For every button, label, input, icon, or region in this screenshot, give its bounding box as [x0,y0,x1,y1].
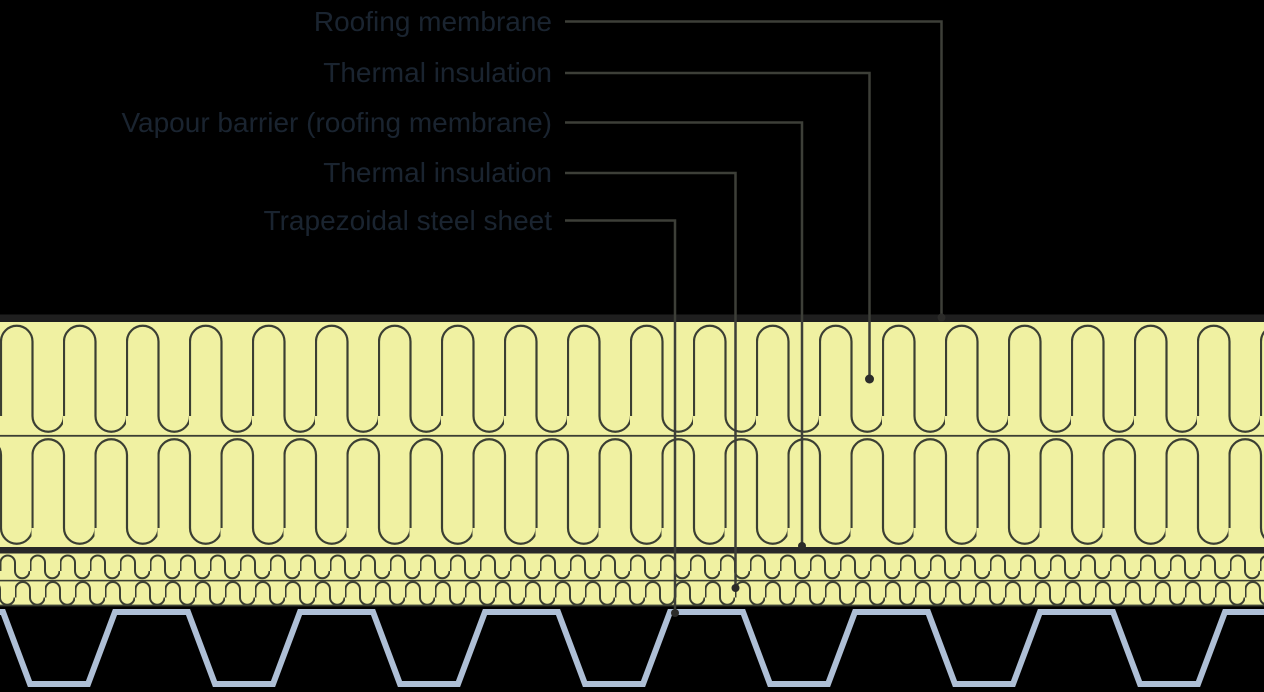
leader-vapour-barrier [565,121,804,545]
thin-insulation-row-2-hatch [0,580,1264,606]
thermal-insulation-lower-hatch [0,436,1264,547]
thermal-insulation-upper-hatch [0,322,1264,436]
callout-dot-vapour-barrier [798,542,806,550]
callout-dots [671,313,946,617]
label-column: Roofing membrane Thermal insulation Vapo… [0,0,552,260]
leader-thermal-insulation-lower [565,171,737,588]
leader-thermal-insulation-upper [565,71,871,378]
leader-trapezoidal-steel-sheet [565,219,677,613]
layer-vapour-barrier [0,547,1264,554]
thin-insulation-row-1-hatch [0,553,1264,580]
label-vapour-barrier: Vapour barrier (roofing membrane) [121,107,552,138]
label-thermal-insulation-lower: Thermal insulation [323,157,552,188]
callout-dot-thermal-insulation-upper [865,374,874,384]
layer-trapezoidal-steel-sheet [0,608,1264,692]
label-roofing-membrane: Roofing membrane [313,6,552,37]
layer-insulation-stack [0,322,1264,607]
callout-leader-lines [565,20,943,613]
layer-roofing-membrane [0,314,1264,322]
leader-roofing-membrane [565,20,943,316]
callout-dot-thermal-insulation-lower [731,584,740,592]
insulation-bottom-edge-line [0,604,1264,607]
callout-dot-trapezoidal-steel-sheet [671,609,679,617]
callout-dot-roofing-membrane [937,313,946,322]
label-thermal-insulation-upper: Thermal insulation [323,57,552,88]
insulation-board-joint-line [0,434,1264,437]
label-trapezoidal-steel-sheet: Trapezoidal steel sheet [263,205,552,236]
